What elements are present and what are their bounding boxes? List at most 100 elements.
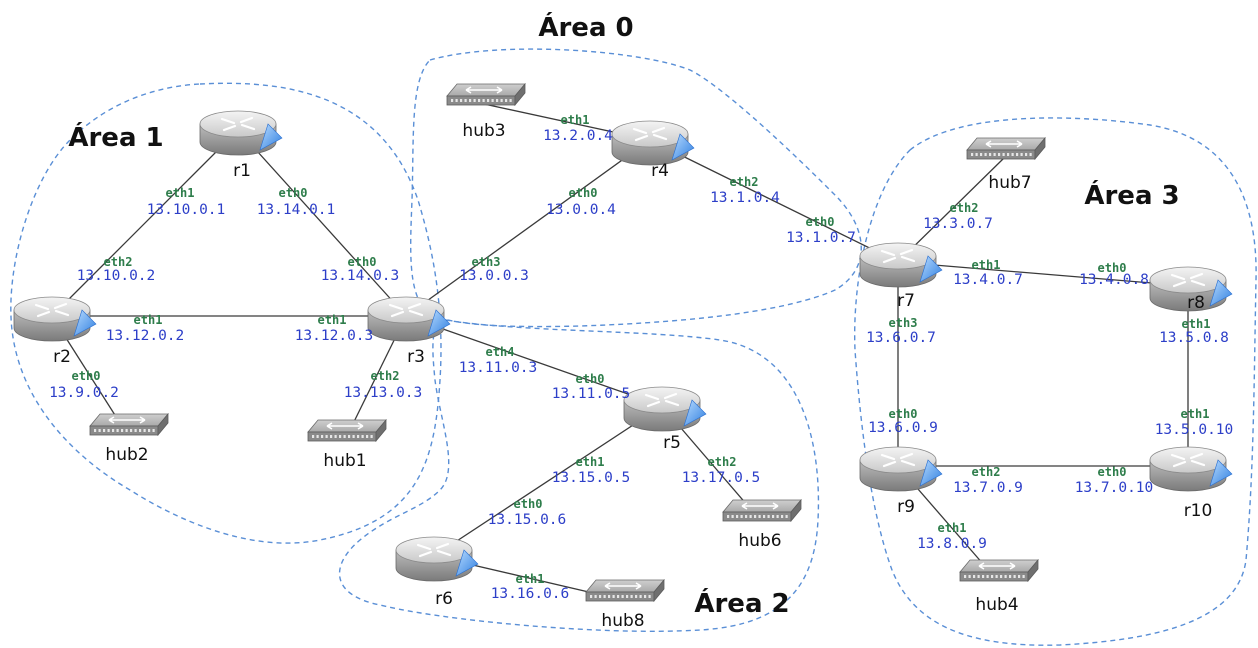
switch-port bbox=[343, 435, 346, 438]
area-2-label: Área 2 bbox=[694, 587, 789, 619]
router-arrow-icon bbox=[683, 399, 707, 427]
ip-address: 13.9.0.2 bbox=[49, 385, 119, 401]
router-arrows-icon bbox=[880, 452, 916, 468]
switch-port bbox=[995, 575, 998, 578]
switch-port bbox=[626, 595, 629, 598]
router-r8[interactable]: r8 bbox=[1149, 266, 1233, 313]
hub6-switch[interactable]: hub6 bbox=[722, 498, 802, 551]
switch-port bbox=[94, 429, 97, 432]
hub-label: hub7 bbox=[988, 173, 1031, 193]
ip-address: 13.15.0.6 bbox=[488, 512, 567, 528]
router-r6[interactable]: r6 bbox=[395, 536, 479, 609]
switch-port bbox=[630, 595, 633, 598]
switch-port bbox=[98, 429, 101, 432]
ip-address: 13.7.0.10 bbox=[1075, 480, 1154, 496]
switch-port bbox=[1018, 575, 1021, 578]
router-r4[interactable]: r4 bbox=[611, 120, 695, 181]
switch-port bbox=[998, 153, 1001, 156]
router-r3[interactable]: r3 bbox=[367, 296, 451, 367]
router-r7[interactable]: r7 bbox=[859, 242, 943, 311]
switch-port bbox=[460, 99, 463, 102]
switch-port bbox=[982, 575, 985, 578]
hub3-switch[interactable]: hub3 bbox=[446, 82, 526, 141]
switch-port bbox=[496, 99, 499, 102]
hub4-switch[interactable]: hub4 bbox=[959, 558, 1039, 615]
router-arrow-icon bbox=[259, 123, 283, 151]
switch-port bbox=[334, 435, 337, 438]
router-top bbox=[611, 120, 689, 148]
ip-address: 13.8.0.9 bbox=[917, 536, 987, 552]
ip-address: 13.14.0.1 bbox=[257, 202, 336, 218]
switch-port bbox=[749, 515, 752, 518]
bidirectional-arrow-icon bbox=[985, 140, 1023, 148]
switch-port bbox=[143, 429, 146, 432]
router-top bbox=[623, 386, 701, 414]
ip-address: 13.7.0.9 bbox=[953, 480, 1023, 496]
switch-port bbox=[491, 99, 494, 102]
ip-address: 13.16.0.6 bbox=[491, 586, 570, 602]
router-label: r7 bbox=[897, 291, 915, 311]
switch-port bbox=[989, 153, 992, 156]
interface-name: eth0 bbox=[279, 186, 308, 200]
bidirectional-arrow-icon bbox=[741, 502, 779, 510]
switch-port bbox=[639, 595, 642, 598]
switch-side bbox=[1027, 558, 1039, 583]
switch-port bbox=[130, 429, 133, 432]
switch-port bbox=[977, 575, 980, 578]
router-arrow-icon bbox=[919, 459, 943, 487]
switch-port bbox=[984, 153, 987, 156]
router-label: r1 bbox=[233, 161, 251, 181]
hub1-switch[interactable]: hub1 bbox=[307, 418, 387, 471]
interface-name: eth0 bbox=[72, 369, 101, 383]
switch-port bbox=[500, 99, 503, 102]
router-r1[interactable]: r1 bbox=[199, 110, 283, 181]
switch-port bbox=[736, 515, 739, 518]
router-top bbox=[367, 296, 445, 324]
router-r5[interactable]: r5 bbox=[623, 386, 707, 453]
interface-name: eth2 bbox=[371, 369, 400, 383]
switch-port bbox=[964, 575, 967, 578]
router-label: r8 bbox=[1187, 293, 1205, 313]
router-arrow-icon bbox=[1209, 279, 1233, 307]
bidirectional-arrow-icon bbox=[465, 86, 503, 94]
router-r9[interactable]: r9 bbox=[859, 446, 943, 517]
area-3-border bbox=[853, 117, 1257, 646]
switch-port bbox=[986, 575, 989, 578]
hub2-switch[interactable]: hub2 bbox=[89, 412, 169, 465]
switch-port bbox=[505, 99, 508, 102]
router-arrows-icon bbox=[644, 392, 680, 408]
ip-address: 13.10.0.2 bbox=[77, 268, 156, 284]
switch-port bbox=[975, 153, 978, 156]
bidirectional-arrow-icon bbox=[108, 416, 146, 424]
area-borders bbox=[10, 48, 1257, 646]
switch-port bbox=[1009, 575, 1012, 578]
switch-port bbox=[112, 429, 115, 432]
switch-port bbox=[116, 429, 119, 432]
router-r2[interactable]: r2 bbox=[13, 296, 97, 367]
switch-port bbox=[509, 99, 512, 102]
switch-port bbox=[785, 515, 788, 518]
router-r10[interactable]: r10 bbox=[1149, 446, 1233, 521]
hub7-switch[interactable]: hub7 bbox=[966, 136, 1046, 193]
router-arrow-icon bbox=[73, 309, 97, 337]
interface-name: eth0 bbox=[576, 372, 605, 386]
switch-side bbox=[1034, 136, 1046, 161]
switch-port bbox=[330, 435, 333, 438]
ip-address: 13.12.0.3 bbox=[295, 328, 374, 344]
hub8-switch[interactable]: hub8 bbox=[585, 578, 665, 631]
router-arrows-icon bbox=[880, 248, 916, 264]
interface-name: eth4 bbox=[486, 345, 515, 359]
switch-port bbox=[603, 595, 606, 598]
switch-port bbox=[767, 515, 770, 518]
router-arrows-icon bbox=[416, 542, 452, 558]
